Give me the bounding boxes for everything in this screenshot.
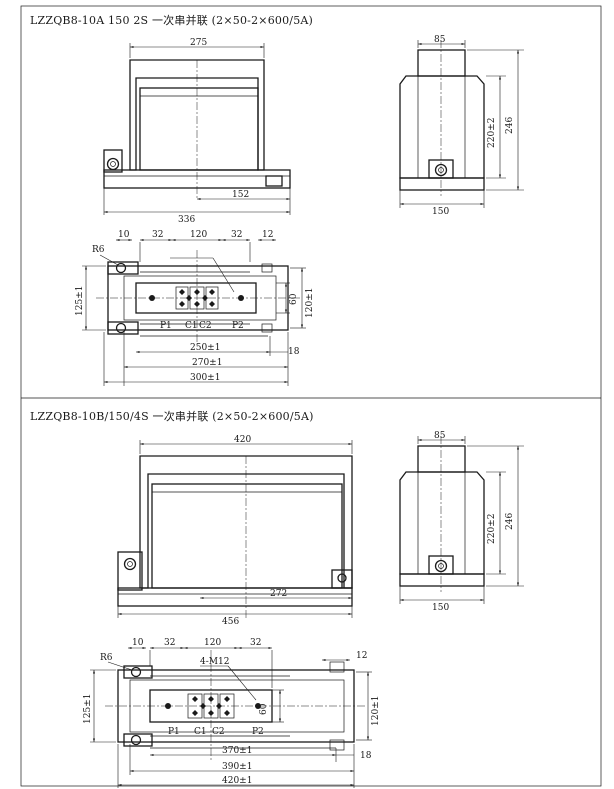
plan-dim-250: 250±1: [190, 343, 220, 353]
top-front-dims: 275 152 336: [104, 38, 290, 225]
plan-dim-120v-b: 120±1: [371, 696, 381, 726]
thread-4-m12: 4-M12: [200, 657, 229, 667]
terminal-p1: P1: [160, 321, 172, 331]
plan-dim-60-b: 60: [259, 703, 269, 715]
plan-dim-32b-b: 32: [250, 638, 261, 648]
dim-456: 456: [222, 617, 239, 627]
plan-dim-390: 390±1: [222, 762, 252, 772]
plan-dim-120v: 120±1: [305, 288, 315, 318]
bottom-front-dims: 420 272 456: [118, 435, 353, 627]
plan-dim-125: 125±1: [75, 286, 85, 316]
top-terminal-labels: P1 C1 C2 P2: [160, 321, 244, 331]
top-plan-view: [96, 250, 300, 345]
plan-dim-420: 420±1: [222, 776, 252, 786]
plan-dim-32b: 32: [231, 230, 242, 240]
plan-dim-12: 12: [262, 230, 273, 240]
terminal-p2-b: P2: [252, 727, 264, 737]
plan-dim-18-b: 18: [360, 751, 372, 761]
side-dim-150: 150: [432, 207, 449, 217]
bottom-side-dims: 85 150 220±2 246: [400, 431, 524, 613]
top-front-view: [103, 59, 291, 215]
terminal-p2: P2: [232, 321, 244, 331]
bottom-front-view: [117, 455, 353, 620]
plan-dim-370: 370±1: [222, 746, 252, 756]
plan-dim-18: 18: [288, 347, 300, 357]
terminal-c1-b: C1: [194, 727, 207, 737]
plan-dim-32a: 32: [152, 230, 163, 240]
top-side-dims: 85 150 220±2 246: [400, 35, 524, 217]
top-side-view: [399, 40, 485, 208]
side-dim-85-b: 85: [434, 431, 446, 441]
plan-dim-120-b: 120: [204, 638, 221, 648]
plan-dim-60: 60: [289, 293, 299, 305]
bottom-plan-dims: 10 32 120 32 4-M12 12 R6 125±1 60: [83, 638, 381, 788]
plan-dim-300: 300±1: [190, 373, 220, 383]
side-dim-220-b: 220±2: [487, 514, 497, 544]
dim-152: 152: [232, 190, 249, 200]
bottom-plan-view: [105, 650, 365, 760]
dim-420: 420: [234, 435, 251, 445]
plan-dim-125-b: 125±1: [83, 694, 93, 724]
dim-275: 275: [190, 38, 207, 48]
terminal-c1: C1: [185, 321, 198, 331]
radius-r6-b: R6: [100, 653, 113, 663]
plan-dim-32a-b: 32: [164, 638, 175, 648]
side-dim-246: 246: [505, 117, 515, 134]
bottom-panel-title: LZZQB8-10B/150/4S 一次串并联 (2×50-2×600/5A): [30, 410, 314, 423]
plan-dim-120: 120: [190, 230, 207, 240]
side-dim-150-b: 150: [432, 603, 449, 613]
top-panel-title: LZZQB8-10A 150 2S 一次串并联 (2×50-2×600/5A): [30, 14, 314, 27]
terminal-c2: C2: [199, 321, 212, 331]
terminal-c2-b: C2: [212, 727, 225, 737]
terminal-p1-b: P1: [168, 727, 180, 737]
plan-dim-10-b: 10: [132, 638, 144, 648]
bottom-terminal-labels: P1 C1 C2 P2: [168, 727, 264, 737]
top-plan-dims: 10 32 120 32 12 R6 125±1 60 120±1: [75, 230, 315, 386]
side-dim-220: 220±2: [487, 118, 497, 148]
dim-272: 272: [270, 589, 287, 599]
bottom-side-view: [399, 436, 485, 604]
plan-dim-10: 10: [118, 230, 130, 240]
side-dim-85: 85: [434, 35, 446, 45]
radius-r6: R6: [92, 245, 105, 255]
plan-dim-270: 270±1: [192, 358, 222, 368]
side-dim-246-b: 246: [505, 513, 515, 530]
dim-336: 336: [178, 215, 195, 225]
plan-dim-12-b: 12: [356, 651, 367, 661]
